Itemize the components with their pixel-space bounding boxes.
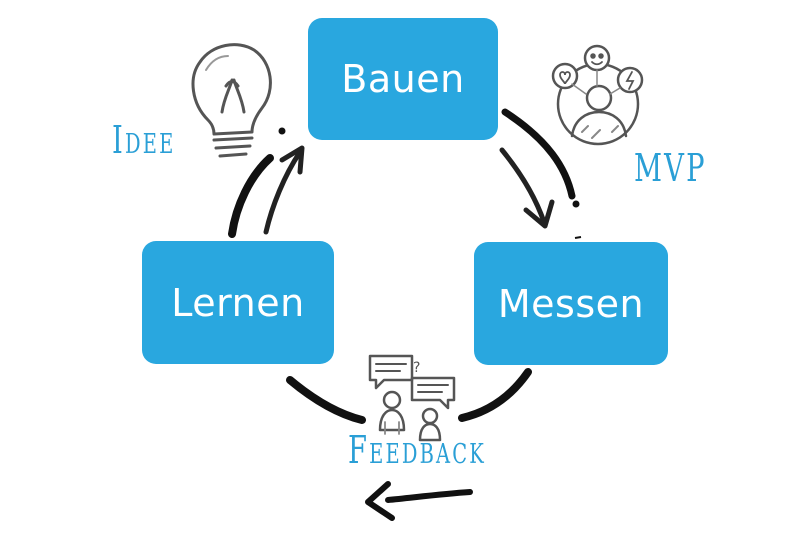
annotation-idee: Idee bbox=[112, 118, 176, 162]
step-box-messen: Messen bbox=[474, 242, 668, 365]
user-network-icon bbox=[551, 44, 644, 146]
arc-bauen-to-messen bbox=[501, 108, 576, 200]
step-label-messen: Messen bbox=[497, 281, 645, 326]
step-box-lernen: Lernen bbox=[142, 241, 334, 364]
step-label-bauen: Bauen bbox=[341, 57, 465, 101]
arc-lernen-bottom bbox=[286, 376, 366, 424]
lightbulb-icon bbox=[191, 43, 272, 158]
svg-text:?: ? bbox=[413, 360, 420, 376]
step-box-bauen: Bauen bbox=[308, 18, 498, 140]
chat-people-icon: ? bbox=[368, 354, 456, 442]
arrow-down-right bbox=[499, 147, 547, 225]
arrow-feedback-left bbox=[385, 489, 473, 503]
annotation-feedback: Feedback bbox=[348, 428, 486, 472]
arc-lernen-to-bauen bbox=[228, 154, 274, 238]
arrow-up-left bbox=[263, 149, 303, 235]
annotation-mvp: MVP bbox=[634, 146, 707, 190]
arc-messen-to-lernen bbox=[458, 368, 532, 422]
step-label-lernen: Lernen bbox=[171, 280, 305, 325]
